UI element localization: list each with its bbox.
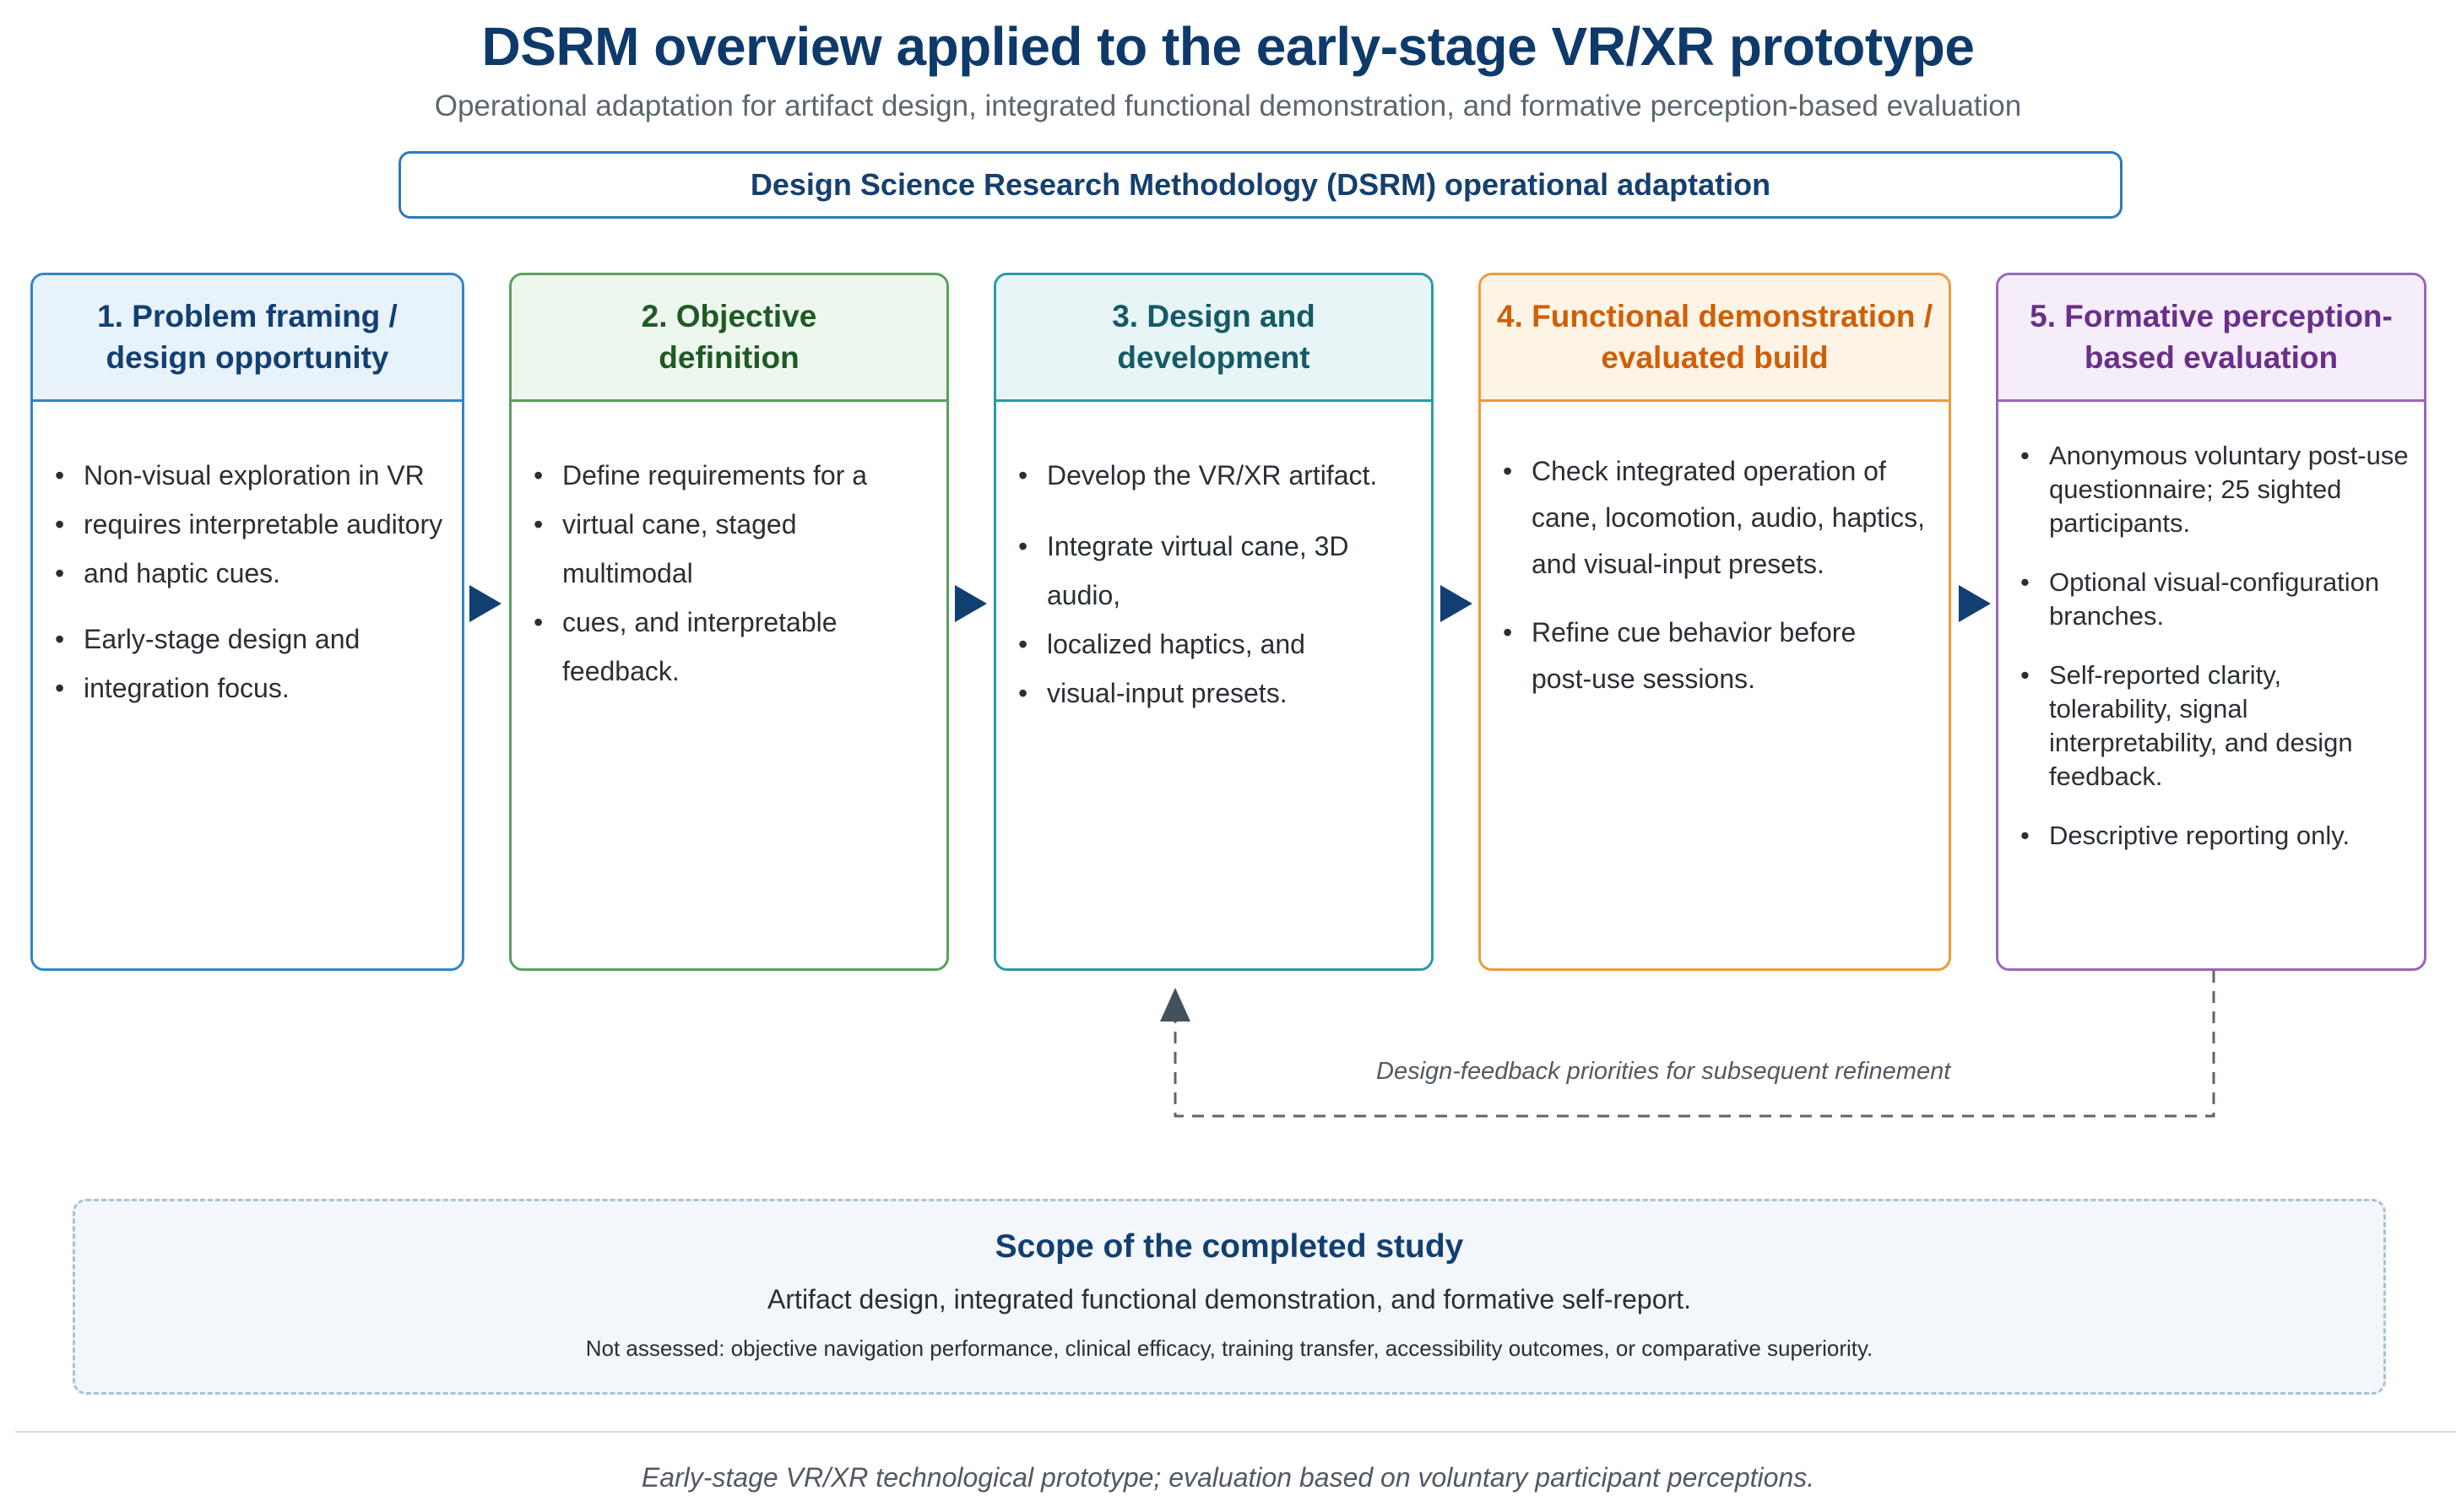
bullet-item: Descriptive reporting only. [2017,819,2409,853]
step-design-development: 3. Design and development Develop the VR… [994,273,1434,971]
step-header: 5. Formative perception- based evaluatio… [1998,275,2424,402]
bullet-item: cues, and interpretable [530,598,933,647]
bullet-item: Refine cue behavior before post-use sess… [1499,610,1935,702]
step-problem-framing: 1. Problem framing / design opportunity … [30,273,464,971]
bullet-item: Optional visual-configuration branches. [2017,566,2409,633]
scope-title: Scope of the completed study [995,1228,1464,1265]
bullet-item: virtual cane, staged multimodal [530,500,933,598]
scope-box: Scope of the completed study Artifact de… [73,1199,2386,1395]
step-body: Define requirements for a virtual cane, … [512,402,946,696]
step-title-line: 4. Functional demonstration / [1497,299,1933,334]
step-title-line: 2. Objective [641,299,817,334]
flow-arrow-icon [955,585,987,622]
step-body: Check integrated operation of cane, loco… [1481,402,1949,702]
diagram-subtitle: Operational adaptation for artifact desi… [434,89,2022,122]
step-formative-evaluation: 5. Formative perception- based evaluatio… [1996,273,2426,971]
step-header: 1. Problem framing / design opportunity [33,275,462,402]
feedback-arrow-icon [1160,988,1190,1022]
flow-arrow-icon [1959,585,1991,622]
feedback-label: Design-feedback priorities for subsequen… [1376,1058,1951,1085]
bullet-item: Self-reported clarity, tolerability, sig… [2017,658,2409,794]
footer-divider [15,1431,2456,1433]
step-body: Develop the VR/XR artifact. Integrate vi… [996,402,1431,718]
diagram-title: DSRM overview applied to the early-stage… [481,16,1975,77]
flow-arrow-icon [469,585,502,622]
bullet-line: post-use sessions. [1532,664,1756,694]
bullet-line: Check integrated operation of [1532,456,1886,486]
bullet-item: integration focus. [52,664,448,713]
bullet-item: requires interpretable auditory [52,500,448,549]
step-title-line: evaluated build [1601,339,1829,375]
bullet-item: localized haptics, and [1015,620,1418,669]
bullet-line: and visual-input presets. [1532,549,1824,579]
footer-note: Early-stage VR/XR technological prototyp… [641,1462,1815,1493]
bullet-item: Define requirements for a [530,451,933,500]
bullet-line: Refine cue behavior before [1532,617,1857,648]
scope-note: Not assessed: objective navigation perfo… [585,1336,1873,1361]
bullet-item: Non-visual exploration in VR [52,451,448,500]
step-body: Non-visual exploration in VR requires in… [33,402,462,713]
step-title-line: 1. Problem framing / [97,299,398,334]
step-title-line: 3. Design and [1112,299,1315,334]
step-header: 2. Objective definition [512,275,946,402]
bullet-line: cane, locomotion, audio, haptics, [1532,502,1926,533]
step-objective-definition: 2. Objective definition Define requireme… [509,273,949,971]
step-title-line: design opportunity [106,339,389,375]
scope-description: Artifact design, integrated functional d… [767,1284,1691,1314]
dsrm-banner: Design Science Research Methodology (DSR… [398,151,2123,219]
step-title-line: development [1117,339,1310,375]
flow-arrow-icon [1440,585,1472,622]
step-body: Anonymous voluntary post-use questionnai… [1998,402,2424,853]
step-title-line: definition [659,339,800,375]
step-header: 4. Functional demonstration / evaluated … [1481,275,1949,402]
bullet-item: Early-stage design and [52,615,448,664]
dsrm-banner-label: Design Science Research Methodology (DSR… [750,167,1771,202]
bullet-item: and haptic cues. [52,549,448,598]
bullet-item: Check integrated operation of cane, loco… [1499,448,1935,588]
bullet-item: Integrate virtual cane, 3D audio, [1015,522,1418,620]
bullet-item: Anonymous voluntary post-use questionnai… [2017,439,2409,540]
bullet-item: feedback. [562,656,680,686]
bullet-item: visual-input presets. [1015,669,1418,718]
bullet-item: Develop the VR/XR artifact. [1015,451,1418,500]
step-title-line: based evaluation [2084,339,2339,375]
step-functional-demonstration: 4. Functional demonstration / evaluated … [1478,273,1951,971]
step-header: 3. Design and development [996,275,1431,402]
feedback-loop-line [1174,971,2215,1118]
step-title-line: 5. Formative perception- [2030,299,2393,334]
